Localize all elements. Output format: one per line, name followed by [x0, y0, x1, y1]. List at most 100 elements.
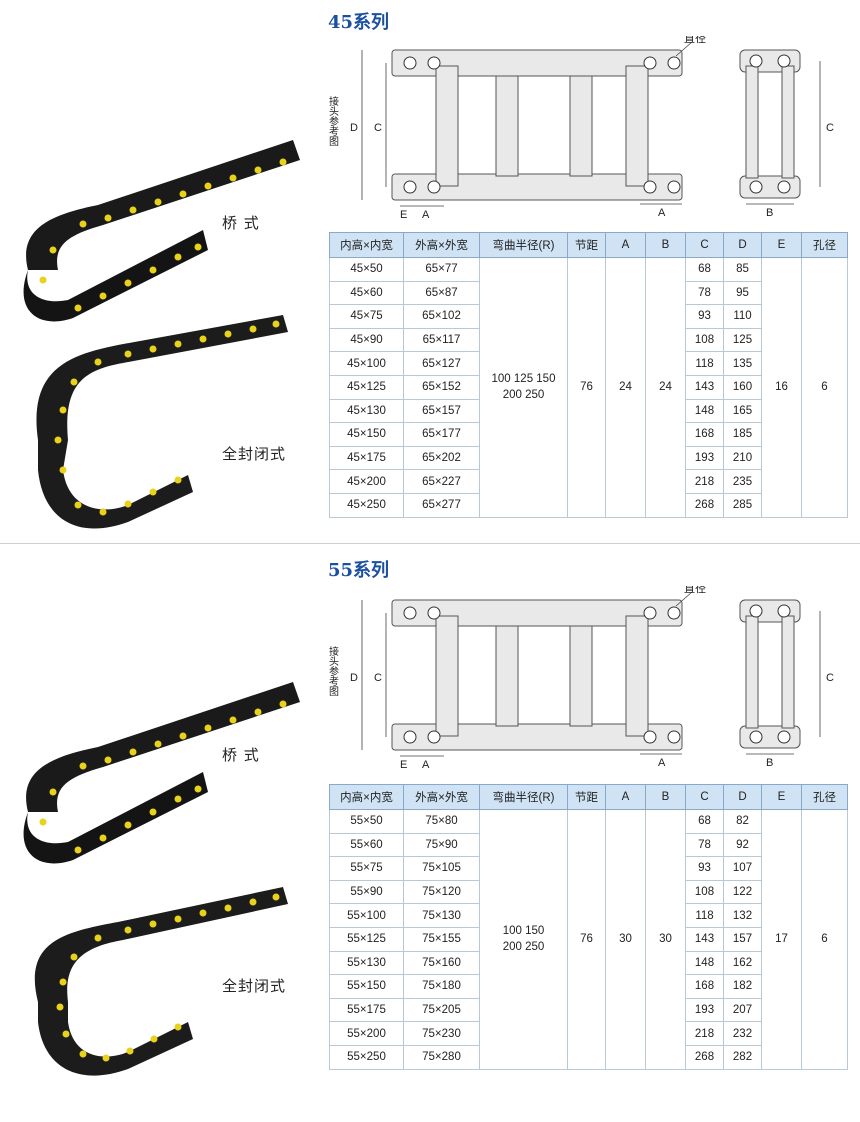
outer-size-cell: 75×90	[403, 832, 480, 858]
inner-size-cell: 45×250	[329, 492, 404, 518]
col-header-hole: 孔径	[801, 232, 848, 258]
hole-cell: 6	[801, 809, 848, 1070]
d-cell: 110	[723, 304, 762, 329]
series-55-section: 桥 式 全封闭式 55系列 D C E A A	[0, 552, 860, 1085]
inner-size-cell: 55×50	[329, 809, 404, 834]
dimension-a-right-label: A	[658, 757, 666, 769]
dimension-c-right-label: C	[826, 672, 834, 684]
c-cell: 148	[685, 950, 724, 976]
pitch-cell: 76	[567, 257, 606, 518]
c-cell: 143	[685, 374, 724, 400]
c-cell: 118	[685, 903, 724, 928]
d-cell: 157	[723, 926, 762, 952]
d-cell: 85	[723, 257, 762, 282]
c-cell: 93	[685, 304, 724, 329]
c-cell: 148	[685, 398, 724, 424]
outer-size-cell: 75×155	[403, 926, 480, 952]
series-45-section: 桥 式 全封闭式 45系列 D C E A A	[0, 0, 860, 540]
inner-size-cell: 45×125	[329, 374, 404, 400]
dimension-e-label: E	[400, 209, 407, 221]
outer-size-cell: 75×160	[403, 950, 480, 976]
d-cell: 235	[723, 469, 762, 494]
outer-size-cell: 75×130	[403, 903, 480, 928]
c-cell: 78	[685, 280, 724, 306]
e-cell: 16	[761, 257, 802, 518]
inner-size-cell: 45×200	[329, 469, 404, 494]
dimension-a-label: A	[422, 209, 430, 221]
d-cell: 207	[723, 997, 762, 1023]
c-cell: 143	[685, 926, 724, 952]
col-header-a: A	[605, 232, 646, 258]
c-cell: 218	[685, 469, 724, 494]
d-cell: 160	[723, 374, 762, 400]
dimension-c-label: C	[374, 122, 382, 134]
c-cell: 108	[685, 327, 724, 353]
outer-size-cell: 65×77	[403, 257, 480, 282]
diameter-label: 直径	[684, 586, 706, 595]
d-cell: 282	[723, 1044, 762, 1070]
connector-reference-drawing: D C E A A B C 直径 接头参考图	[327, 36, 835, 221]
inner-size-cell: 55×90	[329, 879, 404, 905]
inner-size-cell: 55×250	[329, 1044, 404, 1070]
c-cell: 268	[685, 492, 724, 518]
outer-size-cell: 75×280	[403, 1044, 480, 1070]
inner-size-cell: 55×175	[329, 997, 404, 1023]
outer-size-cell: 65×227	[403, 469, 480, 494]
inner-size-cell: 55×200	[329, 1021, 404, 1046]
d-cell: 132	[723, 903, 762, 928]
c-cell: 168	[685, 974, 724, 999]
outer-size-cell: 75×205	[403, 997, 480, 1023]
dimension-c-right-label: C	[826, 122, 834, 134]
outer-size-cell: 65×127	[403, 351, 480, 376]
c-cell: 193	[685, 997, 724, 1023]
col-header-b: B	[645, 232, 686, 258]
spec-table-55: 内高×内宽 外高×外宽 弯曲半径(R) 节距 A B C D E 孔径 55×5…	[329, 784, 848, 1070]
d-cell: 285	[723, 492, 762, 518]
d-cell: 182	[723, 974, 762, 999]
c-cell: 268	[685, 1044, 724, 1070]
inner-size-cell: 55×130	[329, 950, 404, 976]
c-cell: 68	[685, 809, 724, 834]
c-cell: 118	[685, 351, 724, 376]
outer-size-cell: 65×277	[403, 492, 480, 518]
d-cell: 185	[723, 422, 762, 447]
inner-size-cell: 45×175	[329, 445, 404, 471]
dimension-b-label: B	[766, 757, 773, 769]
inner-size-cell: 45×150	[329, 422, 404, 447]
col-header-pitch: 节距	[567, 232, 606, 258]
connector-reference-drawing: D C E A A B C 直径 接头参考图	[327, 586, 835, 771]
b-cell: 30	[645, 809, 686, 1070]
c-cell: 193	[685, 445, 724, 471]
d-cell: 82	[723, 809, 762, 834]
c-cell: 218	[685, 1021, 724, 1046]
col-header-bend-radius: 弯曲半径(R)	[479, 232, 568, 258]
hole-cell: 6	[801, 257, 848, 518]
outer-size-cell: 65×102	[403, 304, 480, 329]
outer-size-cell: 75×230	[403, 1021, 480, 1046]
col-header-e: E	[761, 784, 802, 810]
inner-size-cell: 45×75	[329, 304, 404, 329]
col-header-e: E	[761, 232, 802, 258]
inner-size-cell: 55×75	[329, 856, 404, 881]
outer-size-cell: 65×152	[403, 374, 480, 400]
inner-size-cell: 45×60	[329, 280, 404, 306]
d-cell: 162	[723, 950, 762, 976]
